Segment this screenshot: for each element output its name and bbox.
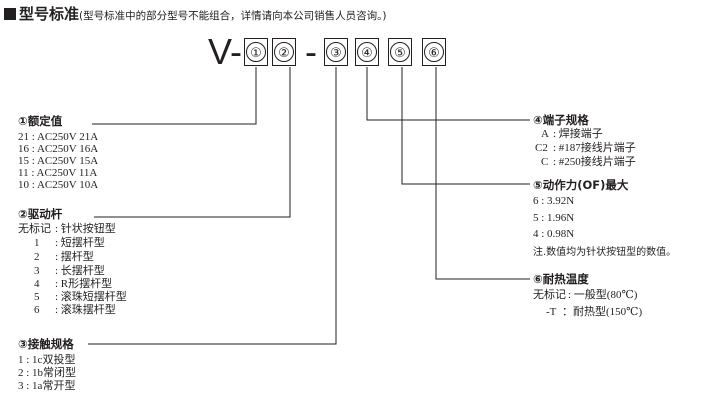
position-5-label: ⑤ — [390, 42, 410, 62]
actuator-code: 2 — [34, 251, 40, 263]
position-1-label: ① — [246, 42, 266, 62]
operating-force-item: 5 : 1.96N — [533, 212, 575, 224]
actuator-desc: : R形摆杆型 — [55, 278, 113, 290]
terminal-code: A — [541, 128, 549, 140]
code-box-5: ⑤ — [388, 38, 412, 66]
heat-resistance-code: 无标记 — [533, 289, 566, 301]
heat-resistance-desc: ：耐热型(150℃) — [562, 306, 643, 318]
position-3-label: ③ — [326, 42, 346, 62]
actuator-code: 3 — [34, 265, 40, 277]
heat-resistance-code: -T — [546, 306, 557, 318]
actuator-desc: : 滚珠摆杆型 — [55, 304, 116, 316]
actuator-desc: : 针状按钮型 — [55, 223, 116, 235]
connector-line-4 — [366, 67, 530, 121]
heat-resistance-desc: : 一般型(80℃) — [568, 289, 638, 301]
rated-value-title: ①额定值 — [18, 114, 63, 128]
contact-item: 2 : 1b常闭型 — [18, 367, 77, 379]
contact-item: 1 : 1c双投型 — [18, 354, 76, 366]
actuator-code: 1 — [34, 237, 40, 249]
actuator-desc: : 摆杆型 — [55, 251, 94, 263]
actuator-code: 4 — [34, 278, 40, 290]
code-box-4: ④ — [355, 38, 379, 66]
position-6-label: ⑥ — [424, 42, 444, 62]
actuator-title: ②驱动杆 — [18, 207, 63, 221]
contact-title: ③接触规格 — [18, 337, 74, 351]
connector-line-1 — [92, 67, 257, 125]
actuator-desc: : 短摆杆型 — [55, 237, 105, 249]
connector-line-2 — [94, 67, 291, 218]
terminal-desc: : #250接线片端子 — [553, 156, 636, 168]
heading-title: 型号标准 — [19, 5, 80, 23]
rated-value-item: 16 : AC250V 16A — [18, 143, 99, 155]
actuator-code: 5 — [34, 291, 40, 303]
actuator-code: 6 — [34, 304, 40, 316]
code-box-3: ③ — [324, 38, 348, 66]
rated-value-item: 21 : AC250V 21A — [18, 131, 99, 143]
actuator-desc: : 长摆杆型 — [55, 265, 105, 277]
position-4-label: ④ — [357, 42, 377, 62]
terminal-desc: : 焊接端子 — [553, 128, 603, 140]
model-code-separator: - — [305, 31, 317, 72]
rated-value-item: 10 : AC250V 10A — [18, 179, 99, 191]
operating-force-title: ⑤动作力(OF)最大 — [533, 178, 629, 192]
rated-value-item: 15 : AC250V 15A — [18, 155, 99, 167]
operating-force-item: 4 : 0.98N — [533, 228, 575, 240]
actuator-desc: : 滚珠短摆杆型 — [55, 291, 127, 303]
operating-force-note: 注.数值均为针状按钮型的数值。 — [533, 247, 677, 258]
operating-force-item: 6 : 3.92N — [533, 195, 575, 207]
terminal-code: C — [541, 156, 549, 168]
actuator-code: 无标记 — [18, 223, 51, 235]
heading-note: (型号标准中的部分型号不能组合，详情请向本公司销售人员咨询。) — [79, 10, 387, 22]
rated-value-item: 11 : AC250V 11A — [18, 167, 98, 179]
code-box-2: ② — [272, 38, 296, 66]
contact-item: 3 : 1a常开型 — [18, 380, 76, 392]
heat-resistance-title: ⑥耐热温度 — [533, 272, 589, 286]
model-code-prefix: V- — [208, 31, 243, 72]
code-box-6: ⑥ — [422, 38, 446, 66]
code-box-1: ① — [244, 38, 268, 66]
black-square-icon — [4, 8, 16, 20]
connector-line-6 — [435, 67, 530, 280]
section-heading: 型号标准(型号标准中的部分型号不能组合，详情请向本公司销售人员咨询。) — [4, 3, 386, 24]
terminal-title: ④端子规格 — [533, 113, 589, 127]
terminal-desc: : #187接线片端子 — [553, 142, 636, 154]
connector-line-3 — [88, 67, 337, 345]
terminal-code: C2 — [535, 142, 548, 154]
connector-line-5 — [401, 67, 530, 185]
position-2-label: ② — [274, 42, 294, 62]
